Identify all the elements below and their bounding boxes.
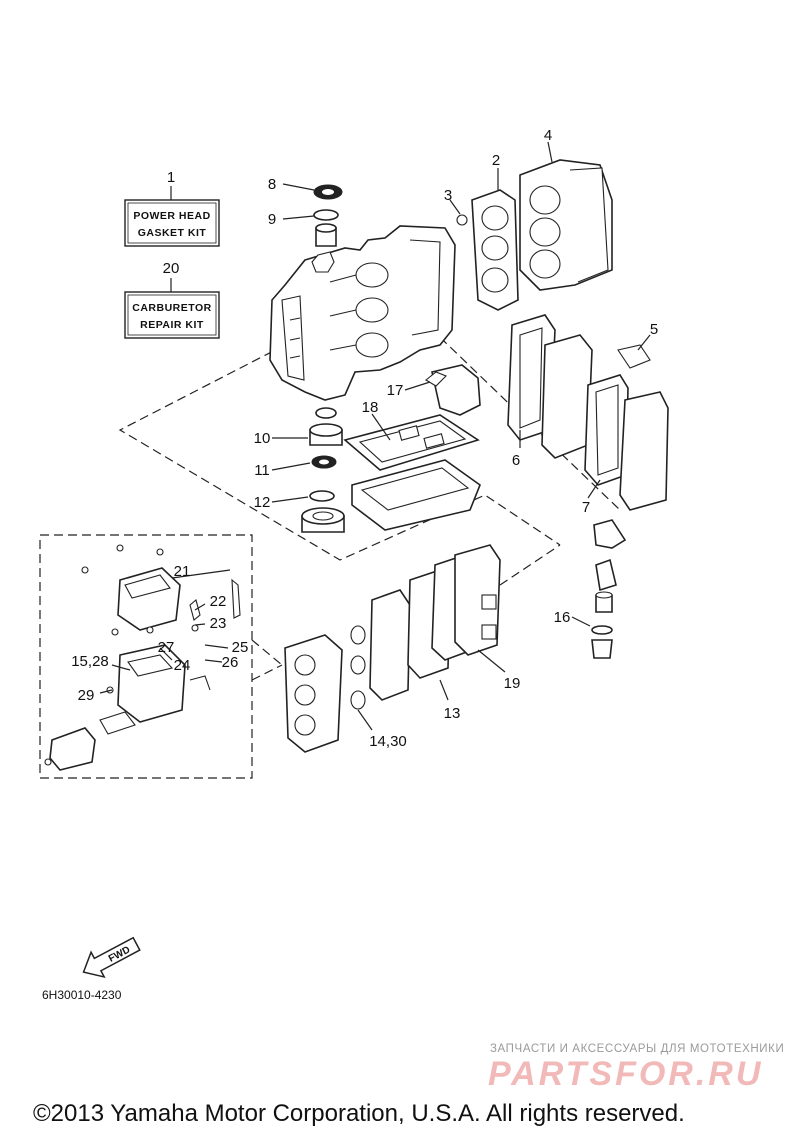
- callout-25: 25: [232, 639, 249, 656]
- parts-8-9: 8 9: [268, 176, 343, 247]
- kit-label-power-head: 1 POWER HEAD GASKET KIT: [124, 169, 220, 247]
- callout-2: 2: [492, 152, 500, 169]
- callout-18: 18: [362, 399, 379, 416]
- callout-1: 1: [167, 169, 175, 186]
- parts-10-11-12: 10 11 12: [254, 407, 345, 533]
- callout-7: 7: [582, 499, 590, 516]
- callout-22: 22: [210, 593, 227, 610]
- kit-line2: REPAIR KIT: [140, 319, 204, 331]
- callout-10: 10: [254, 430, 271, 447]
- copyright-notice: ©2013 Yamaha Motor Corporation, U.S.A. A…: [33, 1100, 685, 1127]
- callout-20: 20: [163, 260, 180, 277]
- callout-27: 27: [158, 639, 175, 656]
- parts-2-3-4: 2 4 3: [444, 127, 613, 311]
- kit-line1: CARBURETOR: [132, 302, 211, 314]
- callout-3: 3: [444, 187, 452, 204]
- callout-21: 21: [174, 563, 191, 580]
- callout-11: 11: [254, 462, 270, 479]
- callout-24: 24: [174, 657, 191, 674]
- callout-5: 5: [650, 321, 658, 338]
- callout-9: 9: [268, 211, 276, 228]
- callout-23: 23: [210, 615, 227, 632]
- callout-4: 4: [544, 127, 552, 144]
- callout-17: 17: [387, 382, 404, 399]
- parts-13-14-19: 13 19 14,30: [284, 544, 521, 753]
- forward-arrow-icon: FWD: [82, 936, 141, 979]
- callout-12: 12: [254, 494, 271, 511]
- parts-5-6-7: 5 6 7: [507, 314, 669, 516]
- callout-29: 29: [78, 687, 95, 704]
- diagram-part-number: 6H30010-4230: [42, 988, 122, 1002]
- fwd-label: FWD: [107, 944, 132, 964]
- kit-line1: POWER HEAD: [133, 210, 210, 222]
- callout-26: 26: [222, 654, 239, 671]
- callout-16: 16: [554, 609, 571, 626]
- kit-line2: GASKET KIT: [138, 227, 207, 239]
- watermark-brand: PARTSFOR.RU: [488, 1055, 764, 1093]
- callout-13: 13: [444, 705, 461, 722]
- kit-label-carburetor: 20 CARBURETOR REPAIR KIT: [124, 260, 220, 339]
- callout-6: 6: [512, 452, 520, 469]
- part-17: 17: [387, 364, 481, 416]
- callout-14-30: 14,30: [369, 733, 407, 750]
- part-16: 16: [554, 519, 627, 659]
- watermark-tagline: ЗАПЧАСТИ И АКСЕССУАРЫ ДЛЯ МОТОТЕХНИКИ: [490, 1043, 785, 1055]
- carburetor-assembly: 21 22 23 25 27 24 26 15,28 29: [44, 544, 249, 771]
- cylinder-block: [269, 225, 456, 401]
- callout-15-28: 15,28: [71, 653, 109, 670]
- callout-8: 8: [268, 176, 276, 193]
- callout-19: 19: [504, 675, 521, 692]
- part-18: 18: [343, 399, 481, 531]
- assembly-guide-lines: [39, 317, 621, 779]
